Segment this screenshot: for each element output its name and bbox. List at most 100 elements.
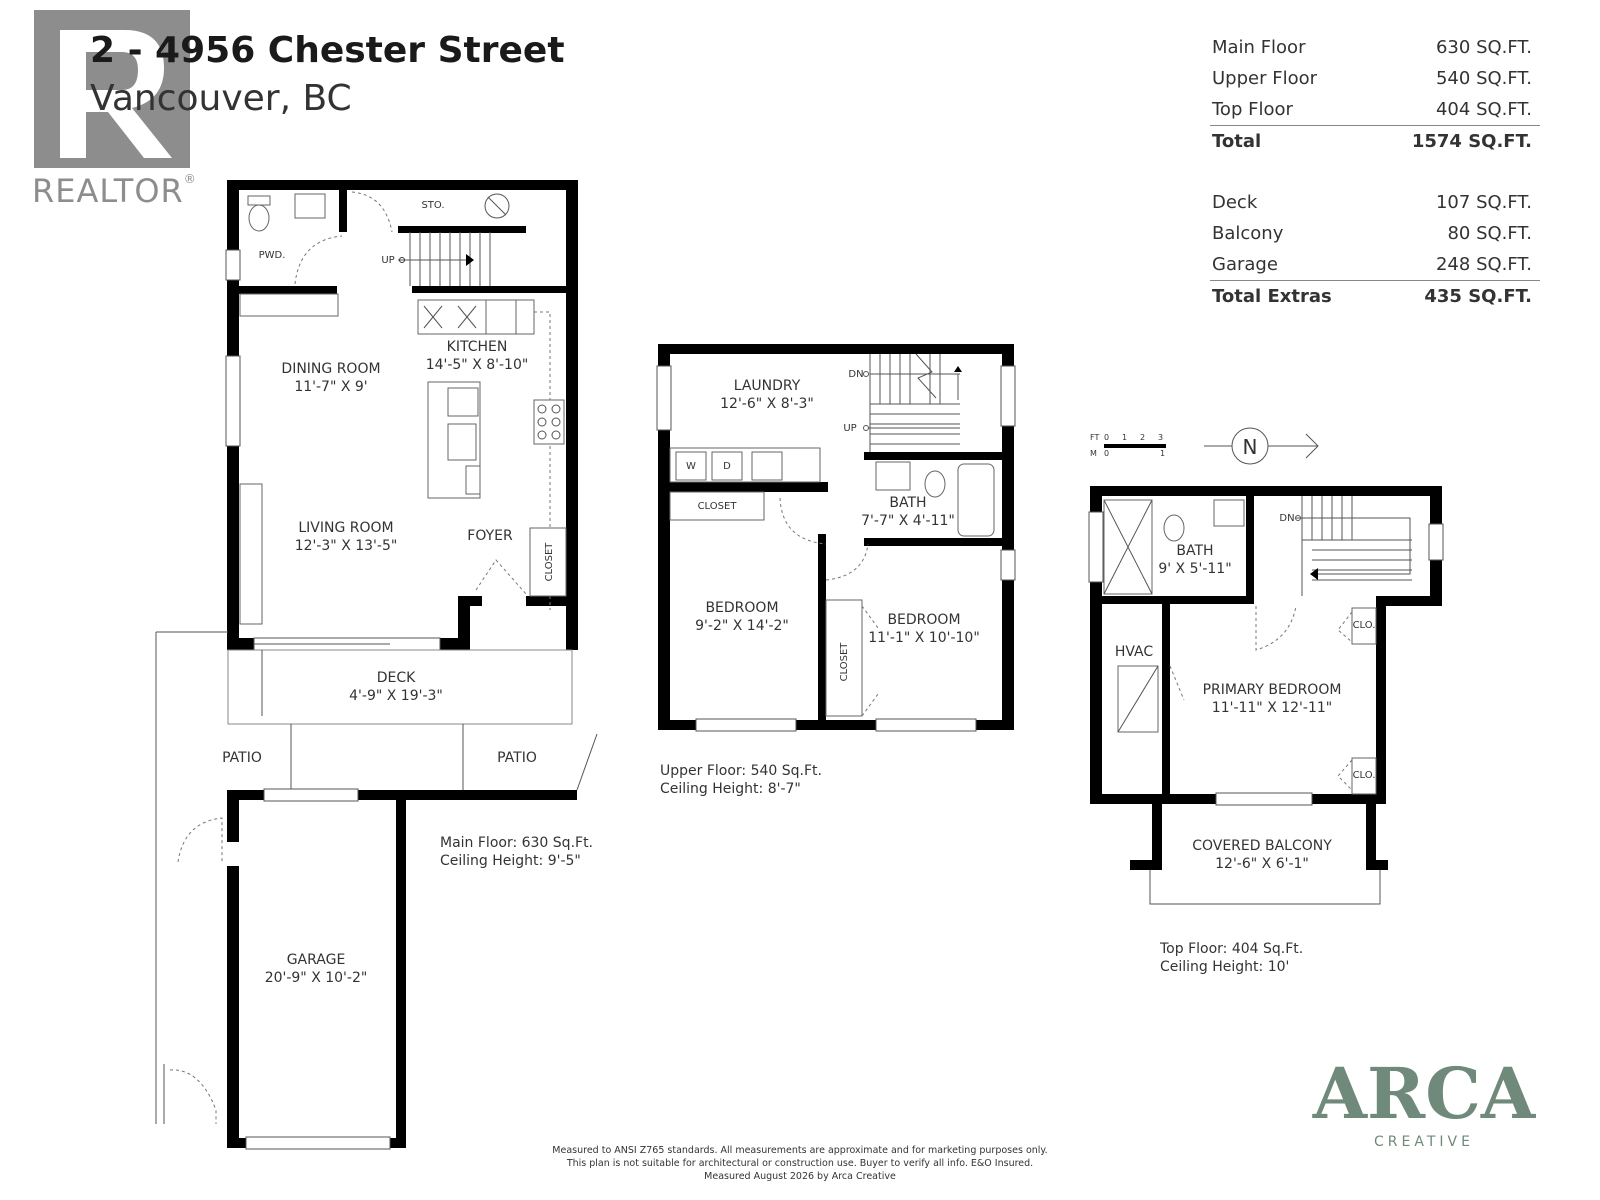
upper-bath-dims: 7'-7" X 4'-11" <box>861 513 955 529</box>
main-stairs <box>398 232 491 286</box>
realtor-logo <box>32 8 192 208</box>
dryer-icon <box>711 451 743 481</box>
hvac-label: HVAC <box>1115 644 1154 660</box>
closet-top-label: CLO. <box>1353 620 1376 631</box>
kitchen-name: KITCHEN <box>447 339 508 355</box>
upper-stairs-up-label: UP <box>843 423 856 434</box>
bedroom1-closet-label: CLOSET <box>698 501 738 512</box>
north-label: N <box>1243 435 1258 459</box>
primary-closet-bottom <box>1351 757 1377 795</box>
washer-icon <box>675 451 707 481</box>
foyer-label: FOYER <box>467 528 513 544</box>
scale-ft-tick-2: 2 <box>1140 433 1145 442</box>
upper-floor-note: Upper Floor: 540 Sq.Ft. Ceiling Height: … <box>660 762 822 798</box>
bath-toilet-icon <box>924 470 946 498</box>
top-sink-icon <box>1213 499 1245 527</box>
laundry-dims: 12'-6" X 8'-3" <box>720 396 814 412</box>
scale-ft-tick-1: 1 <box>1122 433 1127 442</box>
bath-sink-icon <box>875 461 911 491</box>
storage-fixture-icon <box>484 193 510 219</box>
top-toilet-icon <box>1163 514 1185 542</box>
arca-logo-tagline: CREATIVE <box>1374 1134 1474 1150</box>
dining-room-dims: 11'-7" X 9' <box>294 379 367 395</box>
upper-floor-plan: LAUNDRY 12'-6" X 8'-3" DN UP W D CLOSET … <box>656 344 1016 732</box>
scale-m-label: M <box>1090 449 1097 458</box>
covered-balcony-name: COVERED BALCONY <box>1192 838 1332 854</box>
scale-ft-tick-3: 3 <box>1158 433 1163 442</box>
laundry-name: LAUNDRY <box>734 378 801 394</box>
top-bath-dims: 9' X 5'-11" <box>1158 561 1231 577</box>
stove-icon <box>533 399 565 445</box>
top-bath-name: BATH <box>1176 543 1213 559</box>
toilet-icon <box>248 204 270 232</box>
storage-label: STO. <box>421 200 444 211</box>
scale-ft-label: FT <box>1090 433 1099 442</box>
arca-creative-logo: ARCA CREATIVE <box>1312 1052 1537 1150</box>
primary-bedroom-dims: 11'-11" X 12'-11" <box>1212 700 1332 716</box>
kitchen-dims: 14'-5" X 8'-10" <box>426 357 529 373</box>
balcony-railing <box>1149 870 1381 905</box>
main-stairs-up-label: UP <box>381 255 394 266</box>
deck-dims: 4'-9" X 19'-3" <box>349 688 443 704</box>
measurement-disclaimer: Measured to ANSI Z765 standards. All mea… <box>520 1144 1080 1183</box>
scale-ft-tick-0: 0 <box>1104 433 1109 442</box>
bedroom1-dims: 9'-2" X 14'-2" <box>695 618 789 634</box>
bathtub-icon <box>957 463 995 537</box>
deck-name: DECK <box>377 670 416 686</box>
living-room-name: LIVING ROOM <box>298 520 393 536</box>
foyer-closet <box>529 527 567 597</box>
disclaimer-line-2: This plan is not suitable for architectu… <box>566 1158 1034 1169</box>
closet-bottom-label: CLO. <box>1353 770 1376 781</box>
scale-m-tick-1: 1 <box>1160 449 1165 458</box>
bedroom1-name: BEDROOM <box>705 600 778 616</box>
living-room-dims: 12'-3" X 13'-5" <box>295 538 398 554</box>
covered-balcony-dims: 12'-6" X 6'-1" <box>1215 856 1309 872</box>
sink-icon <box>294 193 326 219</box>
foyer-closet-label: CLOSET <box>544 542 555 582</box>
primary-bedroom-name: PRIMARY BEDROOM <box>1203 682 1342 698</box>
bedroom2-closet <box>825 599 863 717</box>
scale-bar: FT M 0 1 2 3 0 1 <box>1090 433 1166 458</box>
bedroom2-dims: 11'-1" X 10'-10" <box>868 630 980 646</box>
disclaimer-line-3: Measured August 2026 by Arca Creative <box>704 1171 896 1182</box>
laundry-sink-icon <box>751 451 783 481</box>
upper-bath-name: BATH <box>889 495 926 511</box>
kitchen-counter <box>417 299 535 335</box>
dryer-label: D <box>723 461 731 472</box>
patio-left-label: PATIO <box>222 750 262 766</box>
washer-label: W <box>686 461 696 472</box>
main-floor-ceiling-note: Ceiling Height: 9'-5" <box>440 853 581 869</box>
bedroom2-name: BEDROOM <box>887 612 960 628</box>
main-floor-plan: STO. PWD. UP KITCHEN 14'-5" X 8'-10" DIN… <box>155 180 598 1150</box>
top-floor-ceiling-note: Ceiling Height: 10' <box>1160 959 1290 975</box>
upper-stairs-dn-label: DN <box>848 369 863 380</box>
patio-right-label: PATIO <box>497 750 537 766</box>
scale-m-tick-0: 0 <box>1104 449 1109 458</box>
main-floor-note: Main Floor: 630 Sq.Ft. Ceiling Height: 9… <box>440 834 593 870</box>
top-stairs <box>1295 496 1412 596</box>
deck-area <box>227 649 573 725</box>
upper-floor-ceiling-note: Ceiling Height: 8'-7" <box>660 781 801 797</box>
upper-stairs <box>863 353 962 452</box>
upper-floor-area-note: Upper Floor: 540 Sq.Ft. <box>660 763 822 779</box>
north-arrow-icon: N <box>1204 427 1319 465</box>
top-floor-plan: BATH 9' X 5'-11" DN CLO. CLO. HVAC PRIMA… <box>1088 486 1444 905</box>
disclaimer-line-1: Measured to ANSI Z765 standards. All mea… <box>552 1145 1048 1156</box>
primary-closet-top <box>1351 607 1377 645</box>
dining-room-name: DINING ROOM <box>281 361 380 377</box>
top-floor-area-note: Top Floor: 404 Sq.Ft. <box>1160 941 1304 957</box>
garage-dims: 20'-9" X 10'-2" <box>265 970 368 986</box>
bedroom1-closet <box>669 491 765 521</box>
bedroom2-closet-label: CLOSET <box>839 642 850 682</box>
realtor-r-icon <box>34 10 190 168</box>
arca-logo-text: ARCA <box>1312 1052 1537 1135</box>
powder-room-label: PWD. <box>259 250 286 261</box>
